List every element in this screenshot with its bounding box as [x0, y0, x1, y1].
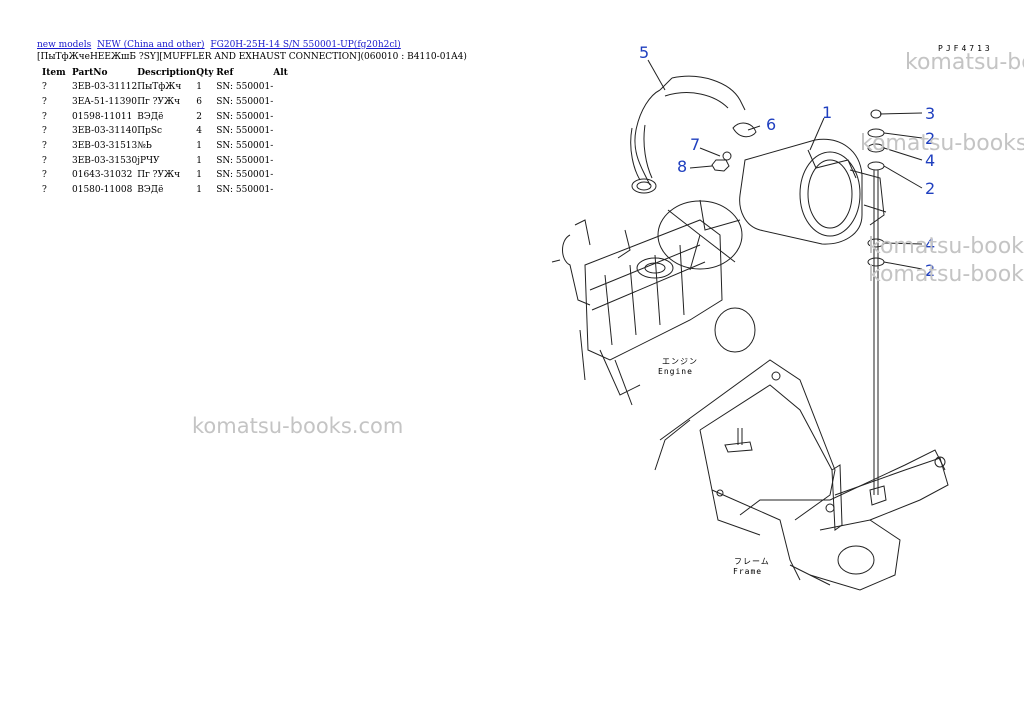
cell-partno: 01643-31032 [72, 170, 133, 181]
frame-label: Frame [733, 567, 763, 576]
cell-qty: 1 [196, 82, 202, 93]
cell-ref: SN: 550001- [216, 185, 274, 196]
exhaust-pipe [634, 89, 661, 186]
parts-table: Item PartNo Description Qty Ref Alt ? 3E… [37, 65, 303, 198]
cell-partno: 3EB-03-31530 [72, 155, 138, 166]
cell-description: №Ь [137, 141, 152, 152]
cell-partno: 3EA-51-11390 [72, 97, 137, 108]
cell-qty: 1 [196, 170, 202, 181]
table-row: ? 01598-11011 ВЭДё 2 SN: 550001- [37, 109, 303, 124]
breadcrumb-link-china[interactable]: NEW (China and other) [97, 40, 205, 50]
engine-label: Engine [658, 367, 693, 376]
table-header-row: Item PartNo Description Qty Ref Alt [37, 65, 303, 80]
table-row: ? 01643-31032 Пг ?УЖч 1 SN: 550001- [37, 168, 303, 183]
cell-ref: SN: 550001- [216, 141, 274, 152]
callout-2-bottom: 2 [925, 261, 935, 280]
engine-jp-label: エンジン [662, 357, 698, 366]
table-row: ? 3EA-51-11390 Пг ?УЖч 6 SN: 550001- [37, 95, 303, 110]
header-ref: Ref [216, 67, 234, 78]
callout-1: 1 [822, 103, 832, 122]
callout-4-top: 4 [925, 151, 935, 170]
cell-item: ? [42, 82, 47, 93]
muffler-body [739, 138, 863, 245]
diagram-code: PJF4713 [938, 44, 993, 53]
cell-qty: 4 [196, 126, 202, 137]
cell-partno: 01580-11008 [72, 185, 133, 196]
cell-ref: SN: 550001- [216, 126, 274, 137]
cell-ref: SN: 550001- [216, 170, 274, 181]
cell-item: ? [42, 97, 47, 108]
cell-description: ПрSc [137, 126, 163, 137]
cell-partno: 3EB-03-31513 [72, 141, 138, 152]
engine-block [584, 219, 723, 361]
cell-partno: 3EB-03-31140 [72, 126, 138, 137]
frame [659, 359, 836, 521]
cell-item: ? [42, 126, 47, 137]
header-alt: Alt [273, 67, 288, 78]
cell-ref: SN: 550001- [216, 111, 274, 122]
breadcrumb-link-new-models[interactable]: new models [37, 40, 92, 50]
callout-5: 5 [639, 43, 649, 62]
cell-description: ВЭДё [137, 111, 164, 122]
cell-item: ? [42, 155, 47, 166]
header-item: Item [42, 67, 66, 78]
table-row: ? 01580-11008 ВЭДё 1 SN: 550001- [37, 183, 303, 198]
callout-8: 8 [677, 157, 687, 176]
cell-description: ПыТфЖч [137, 82, 182, 93]
cell-description: Пг ?УЖч [137, 97, 181, 108]
cell-ref: SN: 550001- [216, 97, 274, 108]
callout-6: 6 [766, 115, 776, 134]
cell-item: ? [42, 111, 47, 122]
table-row: ? 3EB-03-31112 ПыТфЖч 1 SN: 550001- [37, 80, 303, 95]
callout-2-mid: 2 [925, 179, 935, 198]
table-row: ? 3EB-03-31513 №Ь 1 SN: 550001- [37, 139, 303, 154]
cell-qty: 1 [196, 155, 202, 166]
cell-qty: 2 [196, 111, 202, 122]
frame-jp-label: フレーム [734, 557, 770, 566]
cell-item: ? [42, 141, 47, 152]
callout-7: 7 [690, 135, 700, 154]
cell-qty: 1 [196, 185, 202, 196]
table-row: ? 3EB-03-31530 јРЧУ 1 SN: 550001- [37, 153, 303, 168]
cell-description: Пг ?УЖч [137, 170, 181, 181]
cell-partno: 01598-11011 [72, 111, 133, 122]
section-title: [ПыТфЖчеНЕЕЖшБ ?SY][MUFFLER AND EXHAUST … [37, 52, 467, 62]
breadcrumb: new models NEW (China and other) FG20H-2… [37, 40, 404, 50]
header-partno: PartNo [72, 67, 108, 78]
cell-description: ВЭДё [137, 185, 164, 196]
callout-2-top: 2 [925, 129, 935, 148]
cell-qty: 6 [196, 97, 202, 108]
table-row: ? 3EB-03-31140 ПрSc 4 SN: 550001- [37, 124, 303, 139]
cell-partno: 3EB-03-31112 [72, 82, 138, 93]
callout-4-bottom: 4 [925, 235, 935, 254]
cell-ref: SN: 550001- [216, 155, 274, 166]
header-qty: Qty [196, 67, 214, 78]
cell-description: јРЧУ [137, 155, 160, 166]
breadcrumb-link-model[interactable]: FG20H-25H-14 S/N 550001-UP(fg20h2cl) [210, 40, 401, 50]
cell-item: ? [42, 170, 47, 181]
callout-3: 3 [925, 104, 935, 123]
cell-qty: 1 [196, 141, 202, 152]
cell-ref: SN: 550001- [216, 82, 274, 93]
cell-item: ? [42, 185, 47, 196]
header-description: Description [137, 67, 196, 78]
